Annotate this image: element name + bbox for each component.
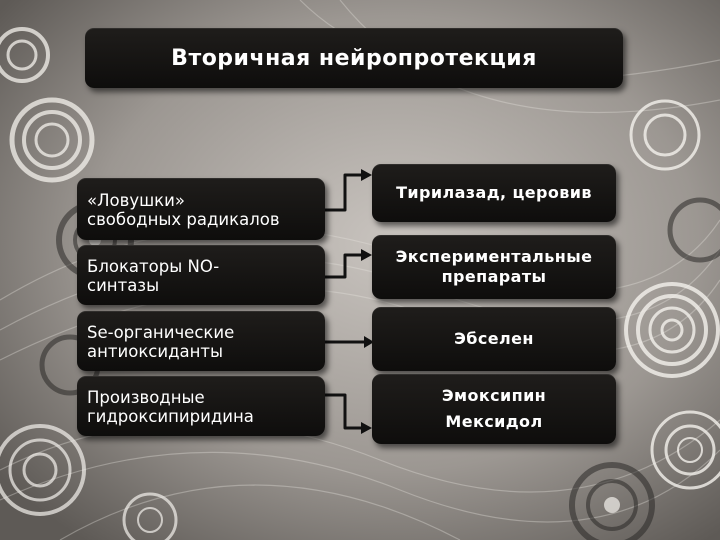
left-box-se-antioxidants: Se-органические антиоксиданты xyxy=(77,311,325,371)
left-box-line: Блокаторы NO- xyxy=(87,257,220,276)
right-box-tirilazad: Тирилазад, церовив xyxy=(372,164,616,222)
right-box-line: Экспериментальные xyxy=(395,247,593,266)
left-box-free-radical-traps: «Ловушки» свободных радикалов xyxy=(77,178,325,240)
right-box-line: Эмоксипин xyxy=(441,386,547,405)
left-box-line: Производные xyxy=(87,388,205,407)
right-box-line: препараты xyxy=(441,267,547,286)
slide-title: Вторичная нейропротекция xyxy=(171,45,537,71)
left-box-hydroxypyridine-derivatives: Производные гидроксипиридина xyxy=(77,376,325,436)
left-box-line: «Ловушки» xyxy=(87,191,185,210)
left-box-line: гидроксипиридина xyxy=(87,407,254,426)
left-box-line: синтазы xyxy=(87,276,160,295)
left-box-no-synthase-blockers: Блокаторы NO- синтазы xyxy=(77,245,325,305)
left-box-line: антиоксиданты xyxy=(87,342,224,361)
left-box-line: Se-органические xyxy=(87,323,235,342)
right-box-ebselen: Эбселен xyxy=(372,307,616,371)
right-box-line: Тирилазад, церовив xyxy=(396,183,592,202)
slide-title-box: Вторичная нейропротекция xyxy=(85,28,623,88)
right-box-experimental: Экспериментальные препараты xyxy=(372,235,616,299)
right-box-line: Эбселен xyxy=(454,329,534,348)
right-box-line: Мексидол xyxy=(445,412,543,431)
left-box-line: свободных радикалов xyxy=(87,210,280,229)
right-box-emoxipin-mexidol: Эмоксипин Мексидол xyxy=(372,374,616,444)
